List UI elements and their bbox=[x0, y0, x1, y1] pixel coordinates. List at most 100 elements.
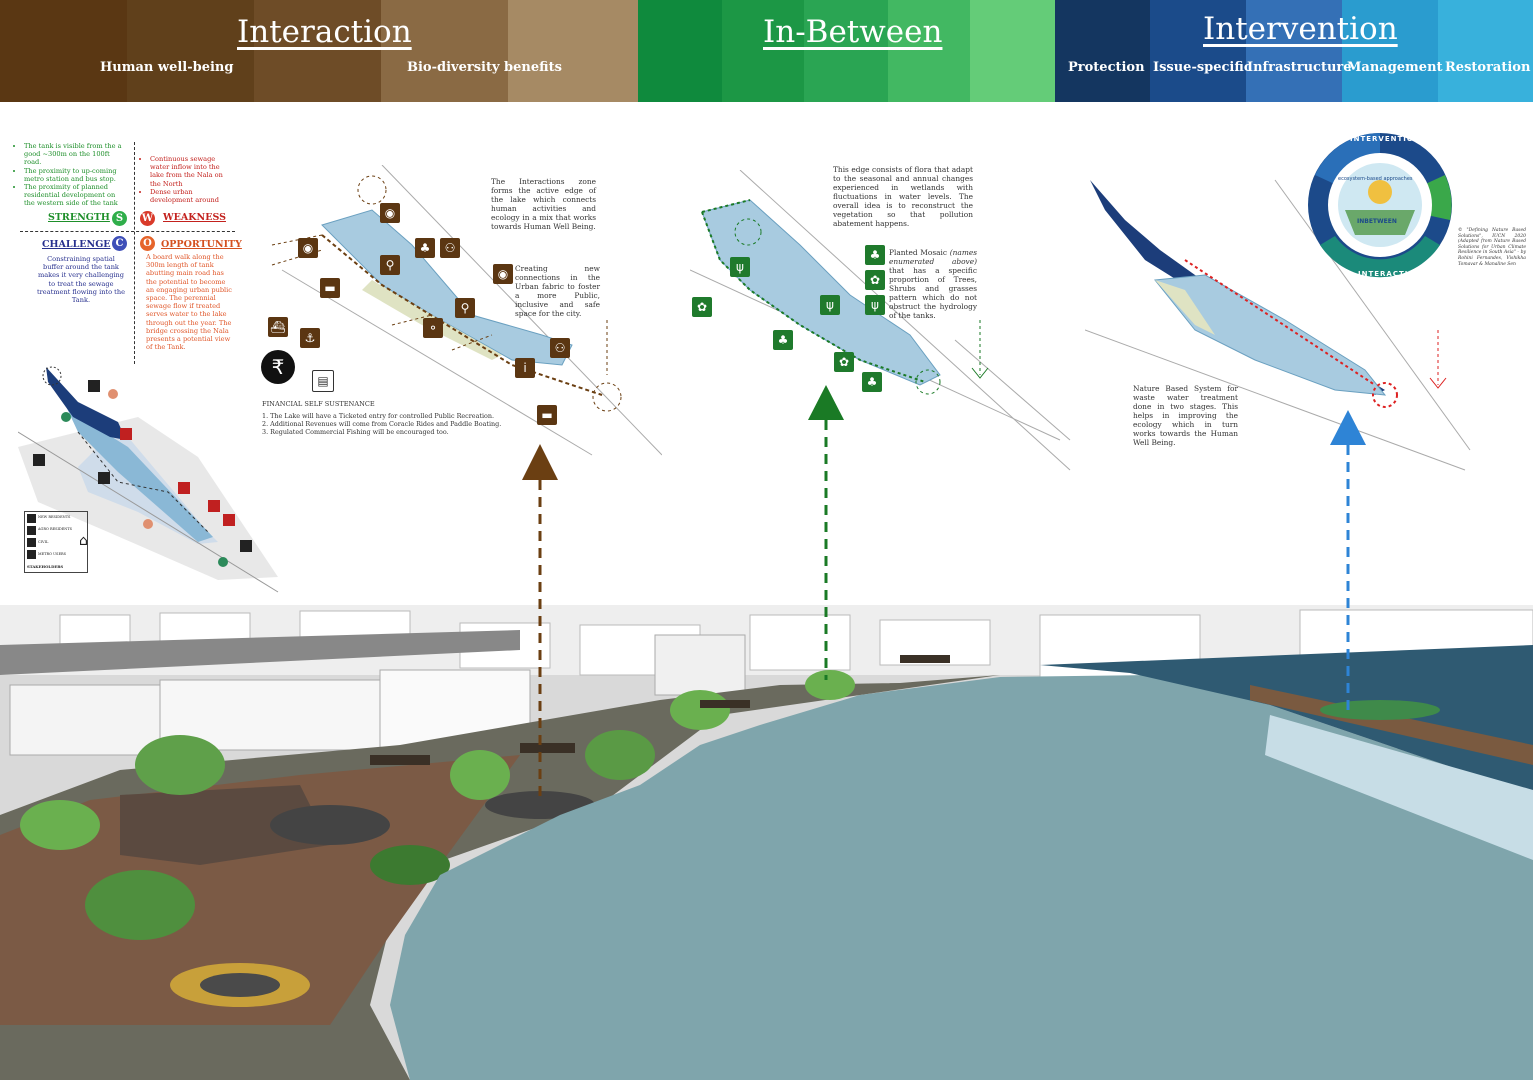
map-marker bbox=[592, 382, 622, 412]
map-edge bbox=[1155, 280, 1215, 335]
home-icon bbox=[208, 500, 220, 512]
civil-icon bbox=[27, 538, 36, 547]
header-band bbox=[638, 0, 722, 102]
intervention-subtitle: Management bbox=[1347, 60, 1443, 75]
pavilion bbox=[370, 755, 430, 765]
map-marker bbox=[357, 175, 387, 205]
intervention-subtitle: Issue-specific bbox=[1153, 60, 1252, 75]
grass-icon: ψ bbox=[730, 257, 750, 277]
terrace bbox=[120, 785, 330, 865]
nbs-wheel-diagram bbox=[1308, 133, 1452, 278]
flow-arrow bbox=[971, 367, 989, 379]
flow-arrow bbox=[1429, 377, 1447, 389]
wheel-segment bbox=[1320, 236, 1440, 278]
map-nala bbox=[46, 367, 126, 440]
plaza bbox=[270, 805, 390, 845]
building bbox=[654, 634, 746, 696]
challenge-text: Constraining spatial buffer around the t… bbox=[37, 255, 125, 305]
header-band bbox=[381, 0, 508, 102]
tree bbox=[450, 750, 510, 800]
interaction-subtitle: Human well-being bbox=[100, 60, 234, 75]
swot-divider-h bbox=[20, 231, 235, 233]
legend-item: CIVIL bbox=[38, 540, 49, 544]
pavilion bbox=[700, 700, 750, 708]
pavilion bbox=[520, 743, 575, 753]
boardwalk bbox=[1250, 685, 1533, 765]
weir-cascade bbox=[1265, 715, 1533, 860]
header-band bbox=[970, 0, 1055, 102]
finance-item: 2. Additional Revenues will come from Co… bbox=[262, 420, 502, 428]
walking-icon: ⚲ bbox=[380, 255, 400, 275]
ticket-icon: ▤ bbox=[312, 370, 334, 392]
bench-icon: ▬ bbox=[320, 278, 340, 298]
jogging-icon: ⚲ bbox=[455, 298, 475, 318]
shrub-icon: ✿ bbox=[834, 352, 854, 372]
callout-suffix: that has a specific proportion of Trees,… bbox=[889, 266, 977, 320]
inbetween-callout: Planted Mosaic (names enumerated above) … bbox=[889, 248, 977, 320]
map-marker bbox=[42, 366, 62, 386]
tree-icon: ♣ bbox=[862, 372, 882, 392]
legend-item: AGRO RESIDENTS bbox=[38, 527, 73, 531]
header-band bbox=[1150, 0, 1246, 102]
map-path bbox=[77, 431, 209, 533]
lake-water bbox=[390, 675, 1533, 1080]
metro-icon bbox=[240, 540, 252, 552]
tree bbox=[805, 670, 855, 700]
legend-item: NEW RESIDENTS bbox=[38, 515, 71, 519]
header-band bbox=[254, 0, 381, 102]
family-icon: ⚇ bbox=[550, 338, 570, 358]
map-marker bbox=[915, 369, 941, 395]
finance-item: 1. The Lake will have a Ticketed entry f… bbox=[262, 412, 494, 420]
planting bbox=[20, 800, 100, 850]
legend-item: METRO USERS bbox=[38, 552, 67, 556]
flow-arrow bbox=[451, 334, 493, 351]
strength-point: The proximity to up-coming metro station… bbox=[24, 167, 128, 183]
intervention-site-map bbox=[1085, 179, 1471, 471]
institution-icon: ⌂ bbox=[79, 533, 88, 549]
planting bbox=[370, 845, 450, 885]
strength-point: The proximity of planned residential dev… bbox=[24, 183, 128, 208]
opportunity-text: A board walk along the 300m length of ta… bbox=[146, 253, 232, 352]
interaction-title: Interaction bbox=[237, 14, 412, 50]
building bbox=[9, 684, 161, 756]
map-marker bbox=[218, 557, 228, 567]
plaza bbox=[485, 791, 595, 819]
residents-icon bbox=[27, 514, 36, 523]
grass-icon: ψ bbox=[865, 295, 885, 315]
map-marker bbox=[108, 389, 118, 399]
intervention-subtitle: Restoration bbox=[1445, 60, 1531, 75]
wheel-sun bbox=[1368, 180, 1392, 204]
strength-point: The tank is visible from the a good ~300… bbox=[24, 142, 128, 167]
weakness-point: Continuous sewage water inflow into the … bbox=[150, 155, 230, 188]
header-band bbox=[508, 0, 638, 102]
amphitheatre-core bbox=[200, 973, 280, 997]
intervention-title: Intervention bbox=[1203, 11, 1398, 47]
weakness-list: Continuous sewage water inflow into the … bbox=[142, 155, 230, 204]
building bbox=[749, 614, 851, 671]
map-marker bbox=[143, 519, 153, 529]
fishing-icon: ⚓ bbox=[300, 328, 320, 348]
bus-icon bbox=[88, 380, 100, 392]
shrub-icon: ✿ bbox=[865, 270, 885, 290]
intervention-subtitle: Infrastructure bbox=[1247, 60, 1352, 75]
metro-icon bbox=[27, 550, 36, 559]
map-path bbox=[701, 199, 751, 213]
flyover bbox=[0, 630, 520, 675]
planting bbox=[1320, 700, 1440, 720]
residents-icon bbox=[27, 526, 36, 535]
map-road bbox=[954, 339, 1071, 441]
wheel-label-middle: INBETWEEN bbox=[1357, 218, 1397, 225]
canal bbox=[1040, 645, 1533, 795]
viewpoint-icon: ◉ bbox=[298, 238, 318, 258]
header-band bbox=[722, 0, 804, 102]
interaction-subtitle: Bio-diversity benefits bbox=[407, 60, 562, 75]
opportunity-label: OPPORTUNITY bbox=[161, 239, 242, 250]
home-icon bbox=[178, 482, 190, 494]
treatment-path bbox=[1184, 259, 1376, 386]
strength-circle: S bbox=[112, 211, 127, 226]
treatment-marker bbox=[1372, 382, 1398, 408]
tree bbox=[585, 730, 655, 780]
map-lake bbox=[50, 372, 213, 542]
weakness-label: WEAKNESS bbox=[163, 212, 226, 223]
